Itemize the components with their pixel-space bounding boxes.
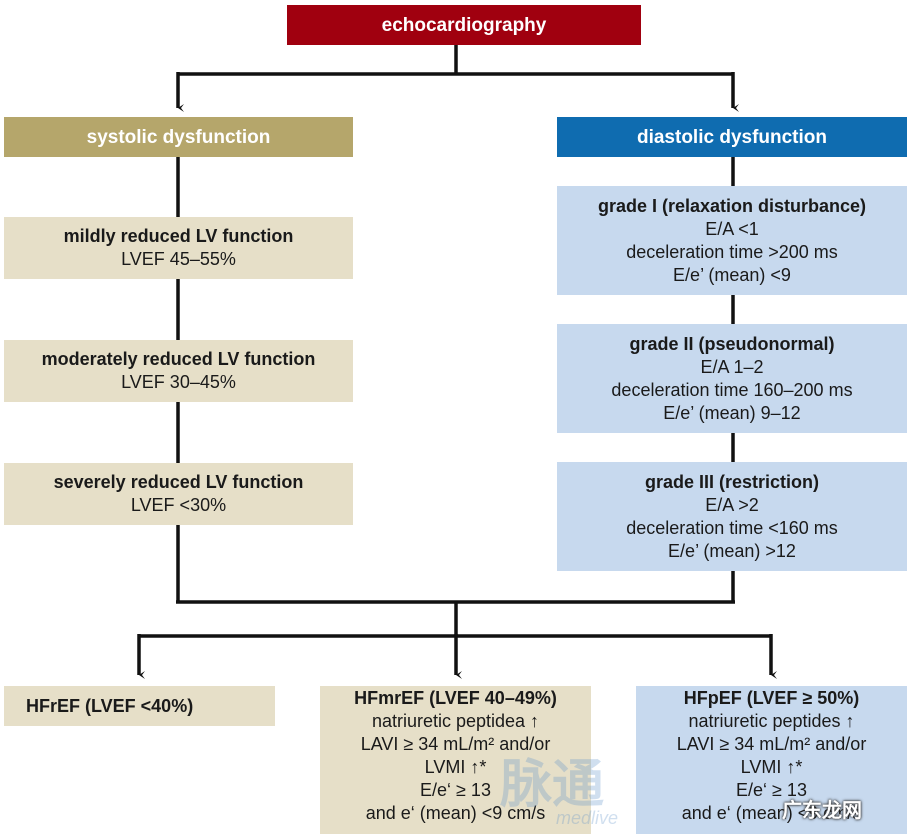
diastolic-header: diastolic dysfunction [557,117,907,157]
box-line: natriuretic peptides ↑ [688,711,855,731]
box-line: LVMI ↑* [424,757,487,777]
box-line: LAVI ≥ 34 mL/m² and/or [360,734,551,754]
box-line: LVEF 30–45% [121,372,236,392]
box-line: E/e‘ ≥ 13 [420,780,491,800]
box-line: E/A <1 [705,218,759,239]
box-line: E/e’ (mean) 9–12 [663,402,801,423]
echocardiography-box: echocardiography [287,5,641,45]
box-title: severely reduced LV function [53,472,304,492]
systolic-moderate-box: moderately reduced LV function LVEF 30–4… [4,340,353,402]
box-line: LVMI ↑* [740,757,803,777]
box-line: LVEF <30% [130,495,227,515]
diastolic-grade1-box: grade I (relaxation disturbance) E/A <1 … [557,186,907,295]
systolic-mild-box: mildly reduced LV function LVEF 45–55% [4,217,353,279]
box-line: E/e’ (mean) <9 [673,264,791,285]
box-title: mildly reduced LV function [63,226,294,246]
box-title: grade I (relaxation disturbance) [597,195,867,216]
echocardiography-label: echocardiography [381,14,547,36]
merge-line [138,600,772,638]
hfmref-box: HFmrEF (LVEF 40–49%) natriuretic peptide… [320,686,591,834]
box-title: HFrEF (LVEF <40%) [26,695,194,716]
box-line: deceleration time >200 ms [626,241,838,262]
box-line: natriuretic peptidea ↑ [371,711,540,731]
systolic-header-label: systolic dysfunction [86,126,271,148]
root-connector [178,45,734,76]
box-title: grade III (restriction) [644,471,820,492]
systolic-header: systolic dysfunction [4,117,353,157]
diastolic-header-label: diastolic dysfunction [636,126,828,148]
box-line: and e‘ (mean) <9 cm/s [365,803,546,823]
box-line: E/A >2 [705,494,759,515]
box-line: LAVI ≥ 34 mL/m² and/or [676,734,867,754]
box-line: E/A 1–2 [700,356,764,377]
box-title: grade II (pseudonormal) [629,333,835,354]
hfref-box: HFrEF (LVEF <40%) [4,686,275,726]
box-line: and e‘ (mean) <9 cm/s [681,803,862,823]
box-line: E/e‘ ≥ 13 [736,780,807,800]
box-line: E/e’ (mean) >12 [668,540,796,561]
box-title: HFmrEF (LVEF 40–49%) [354,688,557,708]
hfpef-box: HFpEF (LVEF ≥ 50%) natriuretic peptides … [636,686,907,834]
box-title: moderately reduced LV function [41,349,316,369]
box-line: LVEF 45–55% [121,249,236,269]
diastolic-grade3-box: grade III (restriction) E/A >2 decelerat… [557,462,907,571]
systolic-severe-box: severely reduced LV function LVEF <30% [4,463,353,525]
box-line: deceleration time 160–200 ms [611,379,853,400]
box-line: deceleration time <160 ms [626,517,838,538]
diastolic-grade2-box: grade II (pseudonormal) E/A 1–2 decelera… [557,324,907,433]
box-title: HFpEF (LVEF ≥ 50%) [683,688,860,708]
